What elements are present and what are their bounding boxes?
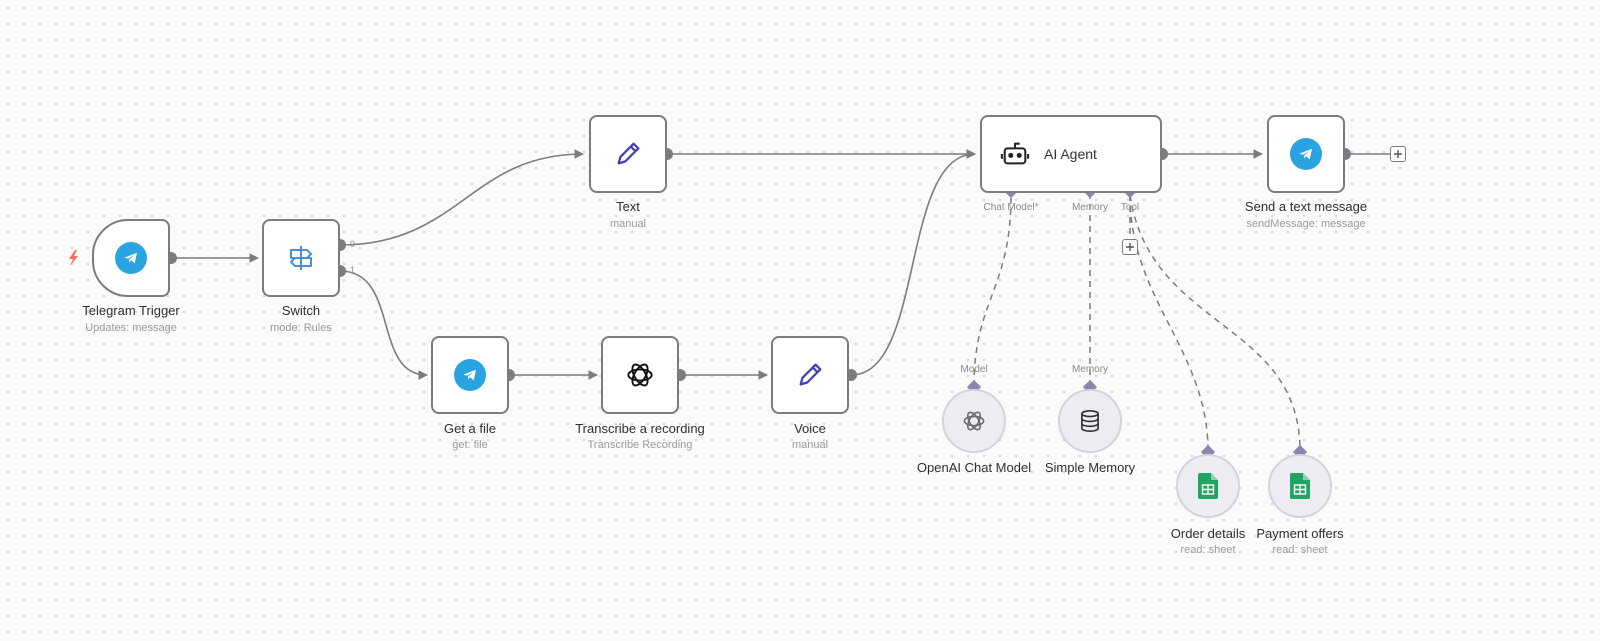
node-subtitle: get: file	[452, 439, 488, 451]
required-mark: *	[1034, 202, 1039, 213]
database-icon	[1081, 410, 1099, 432]
output-label-0: 0	[350, 239, 356, 249]
node-title: OpenAI Chat Model	[916, 460, 1032, 475]
signpost-icon	[290, 246, 312, 270]
connection-model-agent[interactable]	[973, 194, 1012, 387]
lightning-icon	[69, 250, 78, 266]
google-sheets-icon	[1198, 473, 1218, 499]
pencil-icon	[799, 363, 822, 386]
openai-icon	[963, 411, 985, 431]
node-simple-memory[interactable]	[1058, 389, 1122, 453]
connection-switch-getfile[interactable]	[339, 270, 428, 380]
add-node-button[interactable]	[1390, 146, 1406, 162]
add-tool-button[interactable]	[1122, 239, 1138, 255]
plus-icon	[1126, 243, 1134, 251]
node-title: Voice	[794, 421, 826, 436]
telegram-icon	[1290, 138, 1322, 170]
node-subtitle: manual	[609, 218, 647, 230]
pencil-icon	[617, 142, 640, 165]
connection-switch-text[interactable]	[339, 149, 584, 246]
connection-voice-agent[interactable]	[850, 149, 976, 376]
node-title: Text	[616, 199, 640, 214]
node-title: Send a text message	[1244, 199, 1368, 214]
port-label-text: Chat Model	[983, 202, 1035, 213]
connection-tool-order[interactable]	[1129, 194, 1209, 452]
plus-icon	[1394, 150, 1402, 158]
node-title: AI Agent	[1044, 146, 1097, 162]
port-label-memory: Memory	[1071, 202, 1109, 213]
openai-icon	[627, 363, 653, 387]
node-subtitle: sendMessage: message	[1246, 218, 1366, 230]
port-label-tool: Tool	[1120, 202, 1140, 213]
node-subtitle: mode: Rules	[270, 322, 332, 334]
node-telegram-trigger[interactable]	[92, 219, 170, 297]
node-subtitle: read: sheet	[1180, 544, 1236, 556]
node-title: Order details	[1170, 526, 1246, 541]
node-title: Switch	[281, 303, 321, 318]
robot-icon	[1000, 142, 1030, 165]
google-sheets-icon	[1290, 473, 1310, 499]
node-voice[interactable]	[771, 336, 849, 414]
port-label-chat-model: Chat Model*	[971, 202, 1051, 213]
node-subtitle: Transcribe Recording	[587, 439, 693, 451]
output-label-1: 1	[350, 265, 356, 275]
node-title: Payment offers	[1256, 526, 1344, 541]
node-order-details[interactable]	[1176, 454, 1240, 518]
node-title: Telegram Trigger	[82, 303, 180, 318]
node-openai-chat-model[interactable]	[942, 389, 1006, 453]
node-text[interactable]	[589, 115, 667, 193]
node-ai-agent[interactable]: AI Agent	[980, 115, 1162, 193]
node-title: Get a file	[443, 421, 497, 436]
node-payment-offers[interactable]	[1268, 454, 1332, 518]
node-get-file[interactable]	[431, 336, 509, 414]
node-switch[interactable]	[262, 219, 340, 297]
port-label-memory-input: Memory	[1071, 364, 1109, 375]
node-send-message[interactable]	[1267, 115, 1345, 193]
node-subtitle: manual	[791, 439, 829, 451]
node-transcribe[interactable]	[601, 336, 679, 414]
node-subtitle: read: sheet	[1272, 544, 1328, 556]
port-label-model: Model	[960, 364, 988, 375]
node-title: Simple Memory	[1044, 460, 1136, 475]
telegram-icon	[454, 359, 486, 391]
node-subtitle: Updates: message	[85, 322, 177, 334]
connection-tool-payment[interactable]	[1129, 194, 1301, 452]
node-title: Transcribe a recording	[575, 421, 705, 436]
telegram-icon	[115, 242, 147, 274]
